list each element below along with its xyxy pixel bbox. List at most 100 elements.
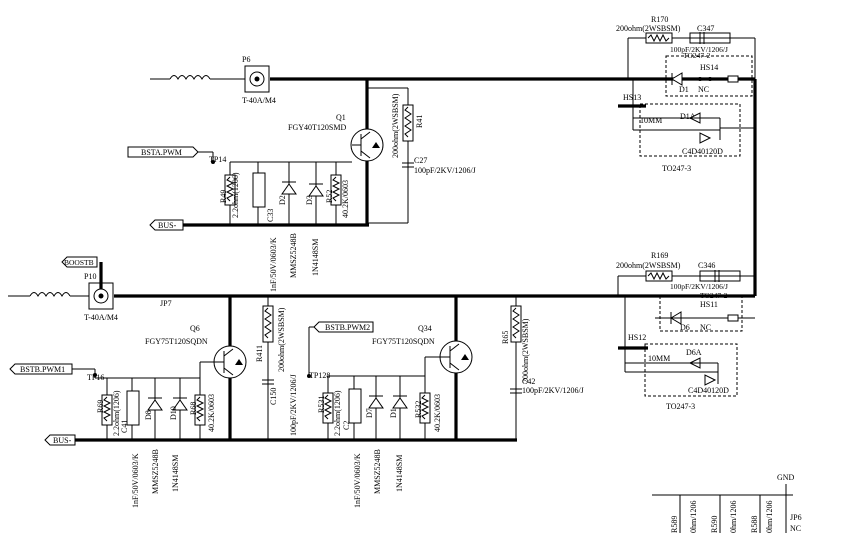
c346-value: 100pF/2KV/1206/J (670, 282, 728, 291)
r69-ref: R69 (96, 400, 105, 413)
c347-ref: C347 (697, 24, 714, 33)
p6-label: P6 (242, 55, 250, 64)
q1-ref: Q1 (336, 113, 346, 122)
bottom-right-resistors: GND R589 0hm/1206 R590 0hm/1206 R588 0hm… (652, 473, 802, 533)
c2-ref: C2 (342, 421, 351, 430)
r532-ref: R532 (414, 401, 423, 418)
c42-ref: C42 (522, 377, 535, 386)
r169-ref: R169 (651, 251, 668, 260)
c41-ref: C41 (120, 420, 129, 433)
bsta-pwm-label: BSTA.PWM (141, 148, 182, 157)
nc-bottom: NC (700, 323, 711, 332)
c27-ref: C27 (414, 156, 427, 165)
r69-value: 2.2ohm(1206) (112, 390, 121, 436)
c150-ref: C150 (269, 388, 278, 405)
r169-value: 200ohm(2WSBSM) (616, 261, 681, 270)
d1a-label: D1A (680, 112, 696, 121)
d2-value: MMSZ5248B (289, 233, 298, 278)
part-top: C4D40120D (682, 147, 723, 156)
hs11-label: HS11 (700, 300, 718, 309)
q6-ref: Q6 (190, 324, 200, 333)
p10-label: P10 (84, 272, 96, 281)
d8-value: MMSZ5248B (151, 449, 160, 494)
d6-label: D6 (680, 323, 690, 332)
r590-value: 0hm/1206 (729, 501, 738, 533)
boostb-label: BOOSTB (64, 258, 94, 267)
r52-ref: R52 (325, 190, 334, 203)
d3-ref: D3 (305, 195, 314, 205)
r532-value: 40.2K/0603 (433, 394, 442, 432)
bus-top-label: BUS- (158, 221, 177, 230)
pkg3-top: TO247-3 (662, 164, 691, 173)
nc-jp6: NC (790, 524, 801, 533)
r588-label: R588 (750, 516, 759, 533)
pkg-top: TO247-2 (683, 51, 711, 60)
c42-value: 100pF/2KV/1206/J (522, 386, 584, 395)
q34-ref: Q34 (418, 324, 432, 333)
gate-drive-lower-right: BSTB.PWM2 TP128 R531 2.2ohm(1206) C2 1nF… (307, 321, 442, 508)
r68-value: 40.2K/0603 (207, 394, 216, 432)
r41-ref: R41 (415, 115, 424, 128)
r170-ref: R170 (651, 15, 668, 24)
q1-part: FGY40T120SMD (288, 123, 346, 132)
pkg-bottom: TO247-2 (700, 291, 728, 300)
c33-ref: C33 (266, 209, 275, 222)
hs13-label: HS13 (623, 93, 641, 102)
gate-drive-lower-left: BSTB.PWM1 TP16 R69 2.2ohm(1206) C41 1nF/… (9, 362, 216, 508)
part-bottom: C4D40120D (688, 386, 729, 395)
d1-label: D1 (679, 85, 689, 94)
bus-bottom-label: BUS- (53, 436, 72, 445)
c41-value: 1nF/50V/0603/K (131, 453, 140, 508)
hs12-label: HS12 (628, 333, 646, 342)
d3-value: 1N4148SM (311, 239, 320, 276)
hs14-label: HS14 (700, 63, 718, 72)
mm-bottom: 10MM (648, 354, 670, 363)
bus-bottom: BUS- (44, 434, 517, 446)
r52-value: 40.2K/0603 (341, 180, 350, 218)
snubber-r65-c42: R65 200ohm(2WSBSM) C42 100pF/2KV/1206/J (501, 296, 584, 440)
nc-top: NC (698, 85, 709, 94)
r49-ref: R49 (219, 190, 228, 203)
r170-value: 200ohm(2WSBSM) (616, 24, 681, 33)
d7-value: MMSZ5248B (373, 449, 382, 494)
transistor-q34: Q34 FGY75T120SQDN (372, 296, 473, 440)
d2-ref: D2 (278, 195, 287, 205)
transistor-q1: Q1 FGY40T120SMD (288, 79, 384, 225)
c347-value: 100pF/2KV/1206/J (670, 45, 728, 54)
r588-value: 0hm/1206 (765, 501, 774, 533)
q34-part: FGY75T120SQDN (372, 337, 435, 346)
c150-value: 100pF/2KV/1206/J (289, 374, 298, 436)
top-power-rail (150, 75, 755, 81)
d1x-value: 1N4148SM (395, 455, 404, 492)
connector-p10: BOOSTB P10 T-40A/M4 JP7 (61, 256, 172, 322)
tp128-label: TP128 (309, 371, 330, 380)
r411-ref: R411 (255, 345, 264, 362)
r531-ref: R531 (317, 396, 326, 413)
snubber-r41-c27: 200ohm(2WSBSM) R41 C27 100pF/2KV/1206/J (367, 87, 476, 224)
bstb-pwm1-label: BSTB.PWM1 (20, 365, 65, 374)
p10-value: T-40A/M4 (84, 313, 118, 322)
r41-value: 200ohm(2WSBSM) (391, 93, 400, 158)
connector-p6: P6 T-40A/M4 (242, 55, 276, 105)
lower-power-rail (8, 292, 755, 298)
diode-assembly-bottom: R169 200ohm(2WSBSM) C346 100pF/2KV/1206/… (616, 251, 755, 411)
c346-ref: C346 (698, 261, 715, 270)
d10-value: 1N4148SM (171, 455, 180, 492)
r589-label: R589 (670, 516, 679, 533)
gate-drive-upper: BSTA.PWM TP14 R49 2.2ohm(1206) C33 1nF/5… (127, 146, 369, 292)
jp6-label: JP6 (790, 513, 802, 522)
r65-value: 200ohm(2WSBSM) (521, 318, 530, 383)
r531-value: 2.2ohm(1206) (333, 390, 342, 436)
mm-top: 10MM (640, 116, 662, 125)
diode-assembly-top: R170 200ohm(2WSBSM) C347 100pF/2KV/1206/… (616, 15, 756, 173)
c27-value: 100pF/2KV/1206/J (414, 166, 476, 175)
r49-value: 2.2ohm(1206) (231, 172, 240, 218)
r590-label: R590 (710, 516, 719, 533)
pkg3-bottom: TO247-3 (666, 402, 695, 411)
tp14-label: TP14 (209, 155, 226, 164)
gnd-label: GND (777, 473, 795, 482)
jp7-label: JP7 (160, 299, 172, 308)
p6-value: T-40A/M4 (242, 96, 276, 105)
d8-ref: D8 (144, 410, 153, 420)
